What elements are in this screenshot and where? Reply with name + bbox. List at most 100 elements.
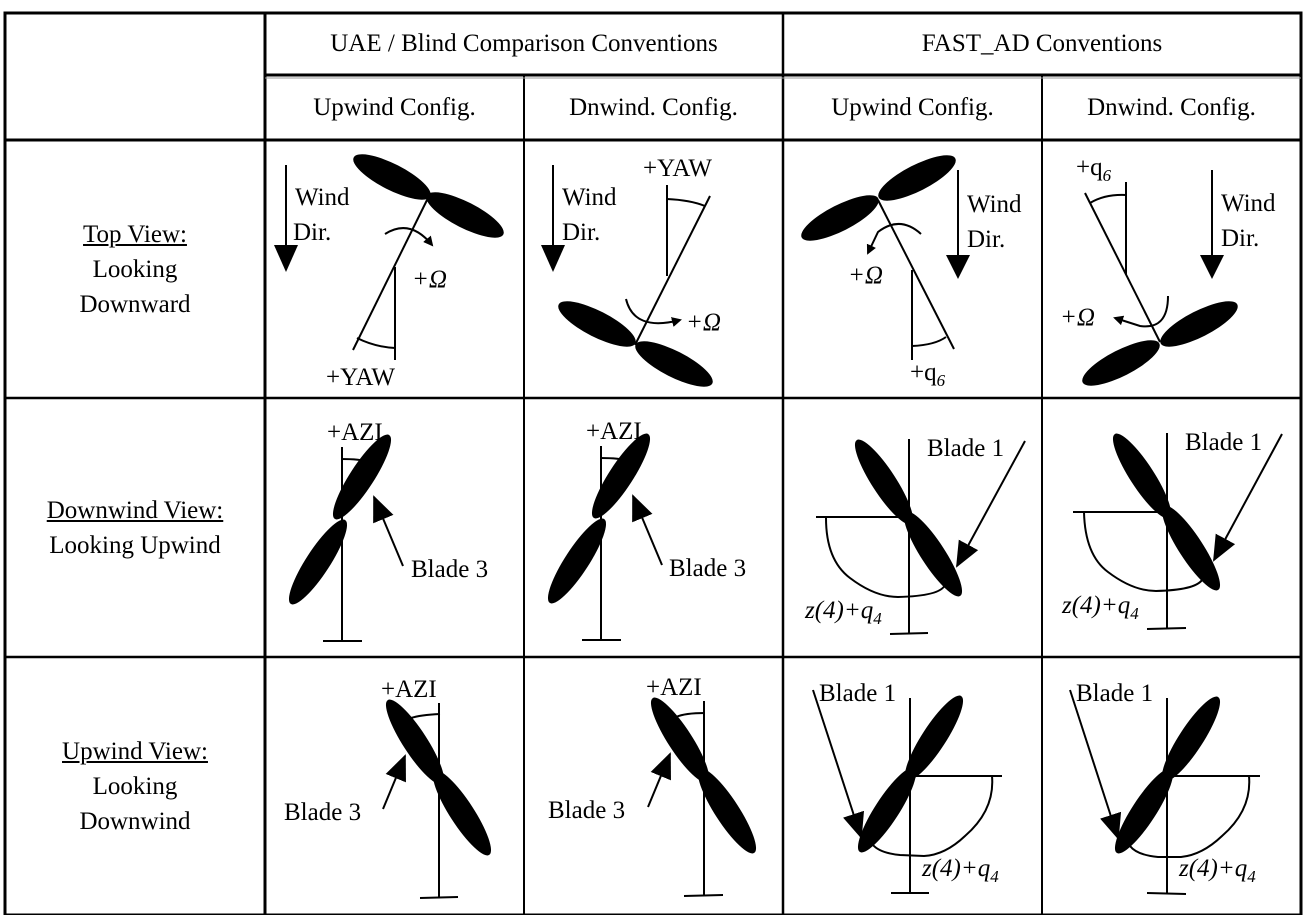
azi-angle-arc	[340, 458, 371, 463]
z4-subscript: 4	[1130, 604, 1139, 623]
blade-icon	[1112, 433, 1172, 519]
q6-subscript: 6	[1103, 166, 1112, 185]
tower-base	[1146, 627, 1187, 630]
z4-angle-arc	[1083, 511, 1203, 593]
wind-label: Wind	[295, 184, 350, 211]
wind-arrow-icon	[1200, 255, 1224, 279]
tower-base	[419, 896, 459, 899]
blade-icon	[432, 770, 492, 856]
tower-base	[1146, 892, 1187, 895]
table-grid	[3, 11, 1303, 915]
row-header-subtitle: Downward	[79, 290, 191, 318]
z4-label: z(4)+q4	[921, 855, 999, 886]
blade-icon	[1082, 340, 1160, 386]
row-header-subtitle: Looking	[92, 255, 178, 283]
upwind-view-fast-dnwind	[1069, 689, 1260, 895]
blade-icon	[353, 154, 431, 200]
blade-pointer-arrow-icon	[373, 495, 404, 567]
rotation-arrow-icon	[625, 298, 682, 327]
tower-base	[889, 632, 929, 635]
wind-label: Wind	[1221, 190, 1276, 217]
azi-label: +AZI	[646, 674, 702, 701]
blade-pointer-arrow-icon	[812, 689, 865, 839]
blade-1-icon	[1114, 768, 1174, 854]
dir-label: Dir.	[562, 219, 600, 246]
shaft-line	[634, 195, 711, 346]
q6-prefix: +q	[910, 359, 937, 386]
omega-label: +Ω	[686, 309, 721, 336]
blade1-label: Blade 1	[1185, 429, 1262, 456]
blade-icon	[547, 518, 607, 604]
table-border	[3, 11, 1303, 915]
row-header-downwind-view: Downwind View: Looking Upwind	[5, 398, 265, 657]
wind-label: Wind	[967, 191, 1022, 218]
wind-label: Wind	[562, 184, 617, 211]
blade-icon	[854, 439, 914, 525]
blade3-label: Blade 3	[669, 555, 746, 582]
z4-angle-arc	[825, 517, 946, 599]
q6-label: +q6	[910, 359, 946, 390]
azi-label: +AZI	[586, 418, 642, 445]
column-header-uae-dnwind: Dnwind. Config.	[569, 93, 738, 121]
omega-label: +Ω	[1060, 304, 1095, 331]
row-header-top-view: Top View: Looking Downward	[5, 140, 265, 398]
wind-arrow-icon	[541, 245, 565, 272]
upwind-view-fast-upwind	[812, 689, 1002, 894]
q6-angle-arc	[1089, 193, 1127, 204]
z4-label: z(4)+q4	[1061, 592, 1139, 623]
shaft-line	[1084, 192, 1161, 343]
yaw-angle-arc	[666, 198, 706, 207]
blade-icon	[697, 768, 757, 854]
shaft-line	[352, 197, 429, 351]
z4-prefix: z(4)+q	[921, 855, 990, 882]
row-header-subtitle: Downwind	[79, 807, 191, 835]
downwind-view-fast-upwind	[816, 439, 1026, 635]
blade-icon	[426, 192, 504, 238]
z4-angle-arc	[872, 775, 994, 858]
blade3-label: Blade 3	[548, 797, 625, 824]
yaw-label: +YAW	[326, 364, 395, 391]
yaw-label: +YAW	[643, 155, 712, 182]
dir-label: Dir.	[1221, 225, 1259, 252]
shaft-line	[877, 199, 955, 350]
azi-angle-arc	[675, 712, 706, 718]
q6-subscript: 6	[937, 371, 946, 390]
row-header-title: Top View:	[83, 220, 187, 248]
azi-label: +AZI	[327, 419, 383, 446]
blade-icon	[635, 341, 713, 387]
blade-pointer-arrow-icon	[647, 752, 671, 808]
z4-label: z(4)+q4	[804, 597, 882, 628]
z4-subscript: 4	[873, 609, 882, 628]
top-view-uae-upwind	[274, 154, 504, 360]
wind-arrow-icon	[946, 255, 970, 279]
blade1-label: Blade 1	[1076, 680, 1153, 707]
blade-1-icon	[1161, 505, 1221, 591]
z4-subscript: 4	[990, 867, 999, 886]
z4-angle-arc	[1129, 775, 1251, 858]
blade-3-icon	[385, 699, 445, 785]
blade-pointer-arrow-icon	[632, 494, 663, 566]
blade1-label: Blade 1	[819, 680, 896, 707]
z4-label: z(4)+q4	[1178, 855, 1256, 886]
column-header-fast-dnwind: Dnwind. Config.	[1087, 93, 1256, 121]
upwind-view-uae-dnwind	[647, 697, 757, 897]
z4-subscript: 4	[1247, 867, 1256, 886]
row-header-subtitle: Looking	[92, 772, 178, 800]
column-header-uae-upwind: Upwind Config.	[313, 93, 476, 121]
omega-label: +Ω	[848, 262, 883, 289]
top-view-fast-upwind	[801, 155, 970, 360]
blade-icon	[558, 301, 636, 347]
azi-angle-arc	[410, 713, 441, 719]
azi-angle-arc	[599, 457, 630, 462]
rotation-arrow-icon	[384, 227, 434, 247]
blade-pointer-arrow-icon	[956, 440, 1026, 568]
blade-1-icon	[903, 511, 963, 597]
blade-icon	[288, 519, 348, 605]
row-header-title: Downwind View:	[46, 496, 224, 524]
rotation-arrow-icon	[1113, 295, 1169, 328]
blade-3-icon	[650, 697, 710, 783]
blade-icon	[878, 155, 956, 201]
rotation-arrow-icon	[866, 223, 922, 255]
blade-3-icon	[332, 434, 392, 520]
q6-angle-arc	[911, 336, 947, 347]
